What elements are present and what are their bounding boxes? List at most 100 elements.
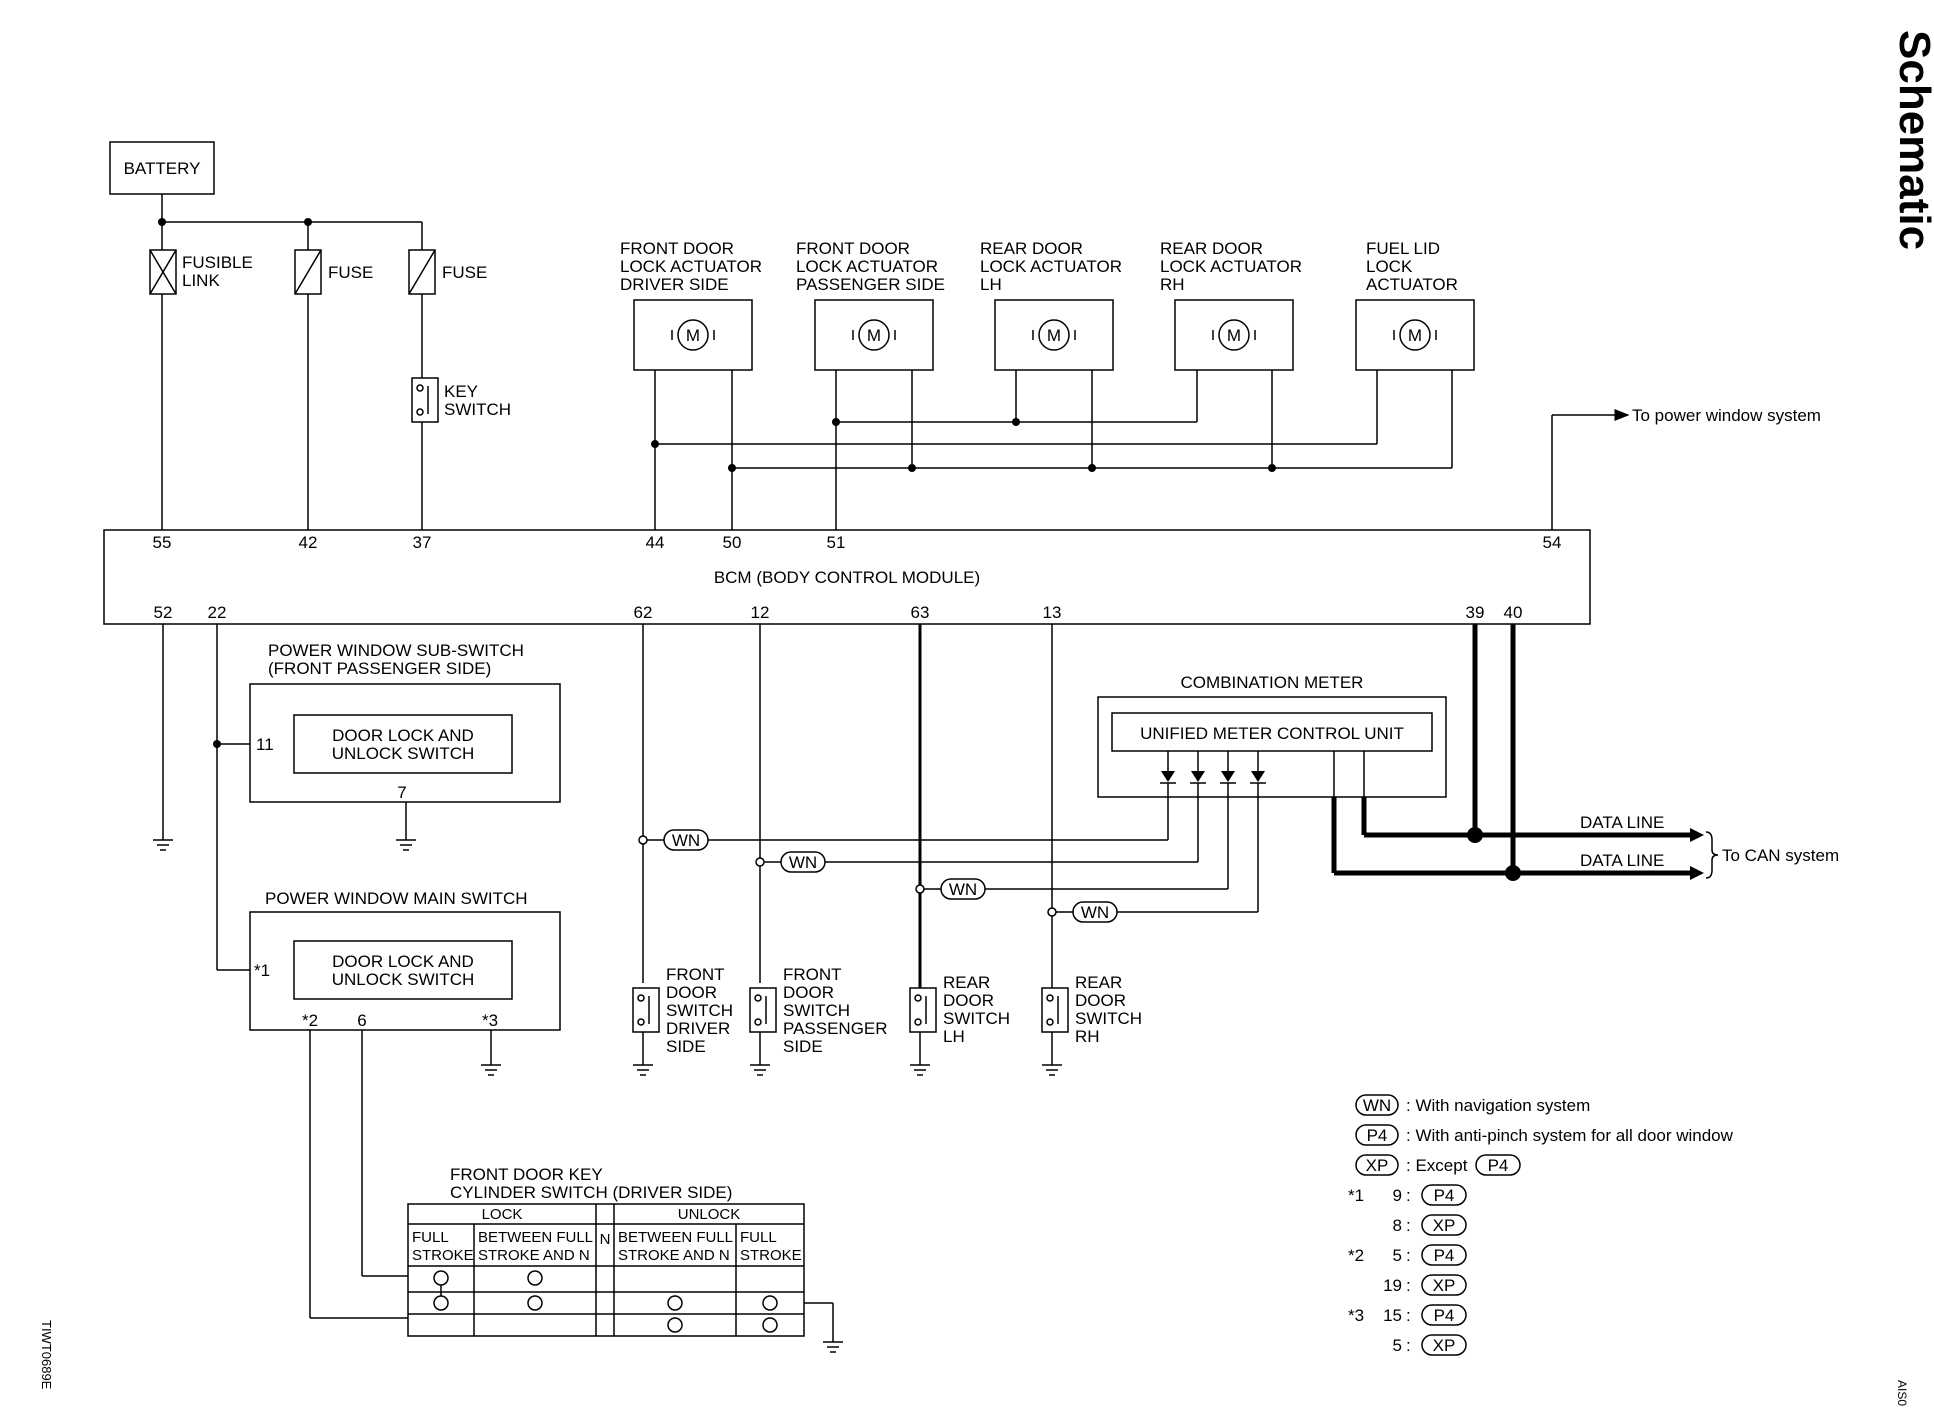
key-cylinder-title-2: CYLINDER SWITCH (DRIVER SIDE) [450,1183,732,1202]
main-switch-title: POWER WINDOW MAIN SWITCH [265,889,528,908]
svg-text:LH: LH [980,275,1002,294]
svg-text:15: 15 [1383,1306,1402,1325]
svg-text:STROKE AND N: STROKE AND N [478,1247,590,1264]
main-switch-pin: *1 [254,961,270,980]
legend: WN : With navigation system P4 : With an… [1348,1094,1734,1356]
actuator-rear-door-lh: REAR DOOR LOCK ACTUATOR LH M [980,239,1122,371]
bcm-pin: 37 [413,533,432,552]
svg-text:RH: RH [1075,1027,1100,1046]
svg-text:WN: WN [1363,1096,1391,1115]
sub-switch-pin: 7 [397,783,406,802]
svg-text:*2: *2 [1348,1246,1364,1265]
sub-switch-title-1: POWER WINDOW SUB-SWITCH [268,641,524,660]
svg-text:BETWEEN FULL: BETWEEN FULL [478,1229,593,1246]
svg-text:SWITCH: SWITCH [943,1009,1010,1028]
bcm-pin: 62 [634,603,653,622]
actuator-rear-door-rh: REAR DOOR LOCK ACTUATOR RH M [1160,239,1302,371]
svg-text:UNLOCK: UNLOCK [678,1206,741,1223]
svg-text:SIDE: SIDE [666,1037,706,1056]
motor-icon [1399,319,1431,351]
svg-text:*1: *1 [1348,1186,1364,1205]
svg-text:XP: XP [1433,1276,1456,1295]
bcm-pin: 42 [299,533,318,552]
svg-text:LH: LH [943,1027,965,1046]
unified-meter-control-unit [1111,712,1433,752]
data-line-label-2: DATA LINE [1580,851,1664,870]
to-power-window-label: To power window system [1632,406,1821,425]
svg-text:SIDE: SIDE [783,1037,823,1056]
bcm-pin: 52 [154,603,173,622]
svg-text:FULL: FULL [412,1229,449,1246]
wn-tag: WN [949,880,977,899]
key-cylinder-table: LOCK UNLOCK N FULL STROKE BETWEEN FULL S… [407,1203,805,1337]
svg-text:P4: P4 [1434,1306,1455,1325]
fuse-2-label: FUSE [442,263,487,282]
svg-text:*3: *3 [1348,1306,1364,1325]
bcm-pin: 12 [751,603,770,622]
svg-text:: Except: : Except [1406,1156,1468,1175]
svg-text:LOCK ACTUATOR: LOCK ACTUATOR [620,257,762,276]
wn-tag: WN [1081,903,1109,922]
battery-label: BATTERY [124,159,201,178]
svg-text::: : [1406,1336,1411,1355]
motor-icon [677,319,709,351]
svg-text:9: 9 [1393,1186,1402,1205]
svg-text:M: M [867,326,881,345]
actuator-front-door-passenger: FRONT DOOR LOCK ACTUATOR PASSENGER SIDE … [796,239,945,371]
svg-text:LOCK ACTUATOR: LOCK ACTUATOR [796,257,938,276]
sub-switch-pin: 11 [256,735,274,754]
sub-switch-inner [293,714,513,774]
bcm-pin: 51 [827,533,846,552]
svg-text:PASSENGER: PASSENGER [783,1019,888,1038]
key-switch-symbol [411,377,439,423]
motor-icon [1038,319,1070,351]
svg-text::: : [1406,1306,1411,1325]
svg-text:XP: XP [1366,1156,1389,1175]
bcm-pin: 22 [208,603,227,622]
svg-text:8: 8 [1393,1216,1402,1235]
key-switch-label-1: KEY [444,382,478,401]
svg-text:DRIVER SIDE: DRIVER SIDE [620,275,729,294]
svg-text:19: 19 [1383,1276,1402,1295]
key-switch-label-2: SWITCH [444,400,511,419]
bcm-pin: 40 [1504,603,1523,622]
svg-text:REAR DOOR: REAR DOOR [1160,239,1263,258]
svg-text:RH: RH [1160,275,1185,294]
bcm-box [103,529,1591,625]
svg-text:LOCK: LOCK [1366,257,1413,276]
svg-text:UNIFIED METER CONTROL UNIT: UNIFIED METER CONTROL UNIT [1140,724,1404,743]
svg-text:STROKE: STROKE [412,1247,474,1264]
door-switch-front-passenger: FRONT DOOR SWITCH PASSENGER SIDE [749,965,888,1076]
svg-text:BETWEEN FULL: BETWEEN FULL [618,1229,733,1246]
svg-text:FRONT: FRONT [783,965,842,984]
fusible-link-label-2: LINK [182,271,220,290]
bcm-pin: 13 [1043,603,1062,622]
svg-text:: With anti-pinch system for a: : With anti-pinch system for all door wi… [1406,1126,1734,1145]
page-title: Schematic [1890,30,1934,250]
svg-text:P4: P4 [1488,1156,1509,1175]
wn-tag: WN [672,831,700,850]
svg-text:STROKE: STROKE [740,1247,802,1264]
svg-text:DOOR: DOOR [783,983,834,1002]
svg-text:M: M [1227,326,1241,345]
bcm-pin: 44 [646,533,665,552]
svg-text:FRONT DOOR: FRONT DOOR [796,239,910,258]
svg-text:N: N [600,1231,611,1248]
svg-text:ACTUATOR: ACTUATOR [1366,275,1458,294]
motor-icon [858,319,890,351]
svg-text:DOOR LOCK AND: DOOR LOCK AND [332,952,474,971]
svg-text:M: M [1408,326,1422,345]
svg-text:FULL: FULL [740,1229,777,1246]
svg-text::: : [1406,1216,1411,1235]
svg-text:LOCK: LOCK [482,1206,523,1223]
svg-text:: With navigation system: : With navigation system [1406,1096,1590,1115]
svg-text:REAR DOOR: REAR DOOR [980,239,1083,258]
svg-text:5: 5 [1393,1336,1402,1355]
svg-text:LOCK ACTUATOR: LOCK ACTUATOR [980,257,1122,276]
svg-text:P4: P4 [1434,1246,1455,1265]
svg-text:FRONT DOOR: FRONT DOOR [620,239,734,258]
svg-text:DOOR: DOOR [666,983,717,1002]
svg-text:P4: P4 [1367,1126,1388,1145]
bcm-label: BCM (BODY CONTROL MODULE) [714,568,980,587]
